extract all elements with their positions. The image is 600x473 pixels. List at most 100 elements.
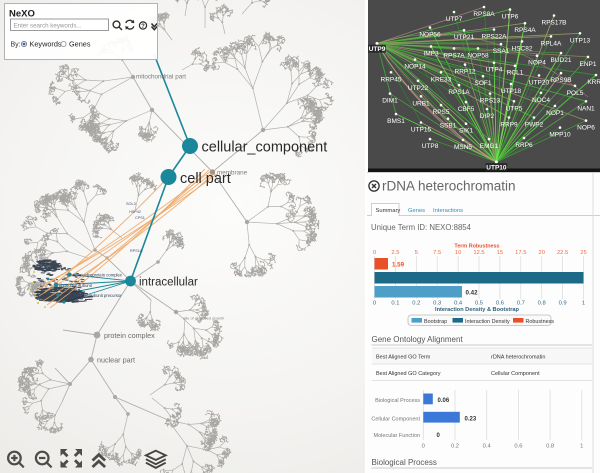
- svg-text:RRP45: RRP45: [381, 76, 402, 83]
- svg-text:RRP12: RRP12: [455, 69, 476, 76]
- svg-text:mitochondrial part: mitochondrial part: [136, 74, 186, 81]
- svg-text:0.8: 0.8: [546, 443, 554, 449]
- svg-text:intracellular: intracellular: [139, 277, 198, 289]
- svg-text:0: 0: [422, 443, 425, 449]
- svg-text:RPS5: RPS5: [433, 109, 450, 116]
- svg-text:0.6: 0.6: [514, 443, 522, 449]
- svg-text:NOP4: NOP4: [528, 60, 546, 67]
- svg-text:NOC4: NOC4: [532, 97, 550, 104]
- svg-text:UTP22: UTP22: [408, 85, 429, 92]
- svg-text:Unique Term ID: NEXO:8854: Unique Term ID: NEXO:8854: [371, 223, 472, 232]
- svg-text:NAN1: NAN1: [577, 105, 595, 112]
- svg-text:UTP20: UTP20: [529, 79, 550, 86]
- svg-text:Summary: Summary: [376, 207, 401, 213]
- svg-text:Bootstrap: Bootstrap: [424, 318, 447, 324]
- svg-text:1: 1: [582, 300, 585, 306]
- svg-text:BMS1: BMS1: [387, 118, 405, 125]
- svg-text:CPS1: CPS1: [135, 216, 145, 220]
- svg-text:HSP42: HSP42: [129, 210, 141, 214]
- svg-text:10: 10: [455, 250, 461, 256]
- svg-text:nuclear part: nuclear part: [97, 356, 135, 365]
- svg-text:ENP1: ENP1: [580, 61, 597, 68]
- svg-text:RPS17B: RPS17B: [542, 20, 567, 27]
- svg-text:Best Aligned GO Category: Best Aligned GO Category: [376, 371, 441, 377]
- svg-text:Biological Process: Biological Process: [375, 398, 420, 404]
- svg-text:rDNA heterochromatin: rDNA heterochromatin: [491, 354, 545, 360]
- svg-text:BUD21: BUD21: [551, 57, 572, 64]
- svg-text:0.9: 0.9: [559, 300, 567, 306]
- svg-text:NOP58: NOP58: [467, 52, 489, 59]
- svg-text:PWP2: PWP2: [525, 122, 544, 129]
- svg-text:5: 5: [415, 250, 418, 256]
- svg-text:RRP6: RRP6: [515, 142, 533, 149]
- svg-text:0.23: 0.23: [465, 416, 477, 422]
- svg-text:Interaction Density: Interaction Density: [465, 318, 510, 324]
- svg-text:0: 0: [373, 250, 376, 256]
- svg-text:NOP56: NOP56: [419, 32, 441, 39]
- svg-text:UTP13: UTP13: [570, 37, 591, 44]
- svg-text:NeXO: NeXO: [9, 9, 35, 20]
- svg-text:RPL4A: RPL4A: [541, 40, 562, 47]
- svg-text:MSN5: MSN5: [454, 144, 472, 151]
- svg-text:17.5: 17.5: [515, 250, 526, 256]
- svg-text:SOL3: SOL3: [126, 202, 136, 206]
- svg-text:HSC82: HSC82: [512, 45, 533, 52]
- svg-text:15: 15: [497, 250, 503, 256]
- svg-text:Biological Process: Biological Process: [372, 458, 437, 467]
- svg-text:Molecular Function: Molecular Function: [374, 433, 420, 439]
- svg-text:RRP9: RRP9: [500, 122, 518, 129]
- svg-text:SOF1: SOF1: [475, 80, 492, 87]
- svg-text:0.2: 0.2: [412, 300, 420, 306]
- svg-text:20: 20: [538, 250, 544, 256]
- svg-text:2.5: 2.5: [391, 250, 399, 256]
- svg-text:RPS13: RPS13: [480, 98, 501, 105]
- svg-text:UTP7: UTP7: [446, 16, 463, 23]
- svg-text:IMP3: IMP3: [423, 50, 439, 57]
- svg-text:KRR1: KRR1: [587, 79, 600, 86]
- svg-text:URB1: URB1: [412, 100, 430, 107]
- svg-text:NOP14: NOP14: [404, 64, 426, 71]
- svg-text:0.4: 0.4: [483, 443, 492, 449]
- svg-text:Keywords: Keywords: [30, 40, 62, 49]
- svg-text:0.4: 0.4: [454, 300, 463, 306]
- svg-text:1: 1: [580, 443, 583, 449]
- svg-text:SSA1: SSA1: [493, 48, 510, 55]
- svg-text:Term Robustness: Term Robustness: [454, 243, 499, 249]
- svg-text:0.3: 0.3: [433, 300, 441, 306]
- svg-text:cellular_component: cellular_component: [202, 140, 328, 156]
- svg-text:RPS7A: RPS7A: [443, 52, 465, 59]
- svg-text:RPS22A: RPS22A: [482, 34, 508, 41]
- svg-text:Best Aligned GO Term: Best Aligned GO Term: [376, 354, 431, 360]
- svg-text:UTP5: UTP5: [506, 105, 523, 112]
- svg-text:0.2: 0.2: [451, 443, 459, 449]
- svg-text:POL5: POL5: [567, 90, 584, 97]
- svg-text:SIK1: SIK1: [459, 128, 473, 135]
- svg-text:0.6: 0.6: [496, 300, 504, 306]
- svg-text:Robustness: Robustness: [526, 318, 555, 324]
- svg-text:Interaction Density & Bootstra: Interaction Density & Bootstrap: [435, 307, 520, 313]
- svg-text:RPS8A: RPS8A: [473, 11, 495, 18]
- svg-text:membrane: membrane: [217, 170, 248, 177]
- svg-text:ribosomal subunit precursor: ribosomal subunit precursor: [70, 293, 122, 298]
- svg-text:DIP2: DIP2: [480, 113, 495, 120]
- svg-text:0.8: 0.8: [538, 300, 546, 306]
- svg-text:1.59: 1.59: [392, 261, 405, 268]
- svg-text:Cellular Component: Cellular Component: [491, 371, 540, 377]
- svg-text:UTP18: UTP18: [501, 88, 522, 95]
- svg-text:0.7: 0.7: [517, 300, 525, 306]
- svg-text:Enter search keywords...: Enter search keywords...: [14, 22, 82, 29]
- svg-text:UTP6: UTP6: [502, 14, 519, 21]
- svg-text:UTP8: UTP8: [422, 143, 439, 150]
- svg-text:UTP15: UTP15: [411, 127, 432, 134]
- svg-text:RPS1A: RPS1A: [130, 249, 143, 253]
- svg-text:UTP4: UTP4: [486, 67, 503, 74]
- svg-text:0.1: 0.1: [391, 300, 399, 306]
- svg-text:0: 0: [437, 433, 441, 439]
- svg-text:Gene Ontology Alignment: Gene Ontology Alignment: [372, 335, 464, 344]
- svg-text:25: 25: [580, 250, 586, 256]
- svg-text:NOP1: NOP1: [546, 110, 564, 117]
- svg-text:cell part: cell part: [180, 171, 231, 187]
- svg-text:SSB1: SSB1: [440, 123, 457, 130]
- svg-text:Genes: Genes: [408, 207, 425, 213]
- svg-text:0.5: 0.5: [475, 300, 483, 306]
